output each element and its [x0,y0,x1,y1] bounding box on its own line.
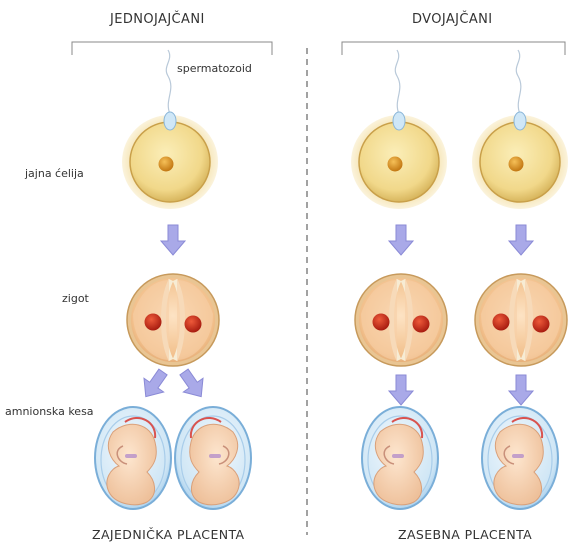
amniotic-sac-right-1 [362,407,438,509]
arrow-down-left [161,225,185,255]
arrow-split-left [136,365,173,403]
arrow-down-right-3 [389,375,413,405]
bracket-right [342,42,565,55]
bracket-left [72,42,272,55]
amniotic-sac-right-2 [482,407,558,509]
arrow-down-right-2 [509,225,533,255]
zygote-right-2 [475,274,567,366]
arrow-down-right-1 [389,225,413,255]
egg-cell-right-1 [351,50,447,209]
amniotic-sac-left-1 [95,407,171,509]
arrow-down-right-4 [509,375,533,405]
egg-cell-right-2 [472,50,568,209]
arrow-split-right [174,365,211,403]
egg-cell-left [122,50,218,209]
amniotic-sac-left-2 [175,407,251,509]
zygote-left [127,274,219,366]
zygote-right-1 [355,274,447,366]
